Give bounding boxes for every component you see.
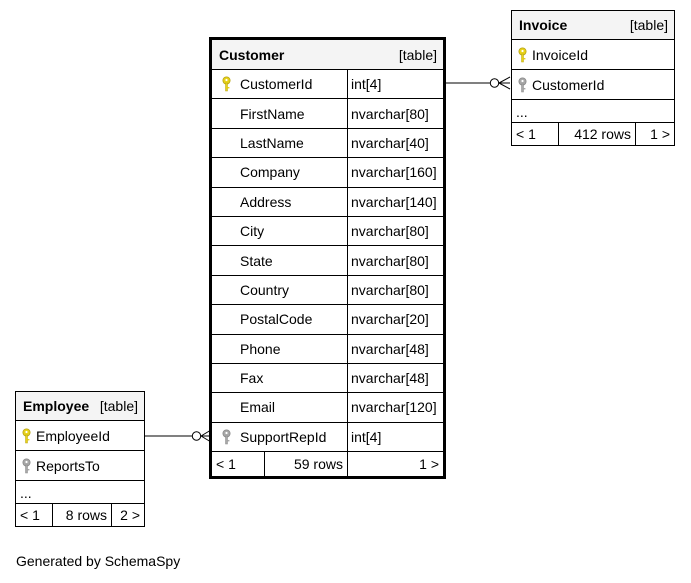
column-row: CustomerId bbox=[512, 70, 674, 100]
table-header: Invoice [table] bbox=[512, 11, 674, 40]
column-row: Email nvarchar[120] bbox=[212, 393, 443, 423]
column-row: Address nvarchar[140] bbox=[212, 187, 443, 217]
edge-employee-customer bbox=[145, 429, 212, 443]
column-row: State nvarchar[80] bbox=[212, 246, 443, 276]
column-type: int[4] bbox=[351, 76, 382, 93]
primary-key-icon bbox=[212, 76, 240, 92]
table-header: Customer [table] bbox=[212, 40, 443, 70]
table-footer: < 1 59 rows 1 > bbox=[212, 452, 443, 477]
foreign-key-icon bbox=[16, 458, 36, 474]
column-name: Country bbox=[240, 281, 290, 298]
column-type: nvarchar[140] bbox=[351, 193, 437, 210]
column-type: nvarchar[48] bbox=[351, 340, 429, 357]
table-name: Employee bbox=[23, 398, 90, 414]
footer-parents: < 1 bbox=[20, 507, 40, 523]
table-employee[interactable]: Employee [table] EmployeeId ReportsTo ..… bbox=[15, 391, 145, 527]
column-type: int[4] bbox=[351, 428, 382, 445]
more-columns-ellipsis: ... bbox=[512, 100, 674, 123]
column-row: LastName nvarchar[40] bbox=[212, 128, 443, 159]
column-row: City nvarchar[80] bbox=[212, 216, 443, 247]
column-name: CustomerId bbox=[240, 76, 313, 93]
column-type: nvarchar[120] bbox=[351, 399, 437, 416]
footer-row-count: 59 rows bbox=[264, 452, 347, 477]
column-type: nvarchar[160] bbox=[351, 164, 437, 181]
column-type: nvarchar[48] bbox=[351, 370, 429, 387]
generated-by-caption: Generated by SchemaSpy bbox=[16, 553, 181, 569]
footer-parents: < 1 bbox=[516, 126, 536, 142]
footer-row-count: 8 rows bbox=[52, 504, 111, 526]
column-row: Fax nvarchar[48] bbox=[212, 363, 443, 394]
column-row: EmployeeId bbox=[16, 421, 144, 451]
column-row: Country nvarchar[80] bbox=[212, 275, 443, 306]
column-name: PostalCode bbox=[240, 311, 313, 328]
column-name: State bbox=[240, 252, 273, 269]
customer-columns: CustomerId int[4] FirstName nvarchar[80] Las… bbox=[212, 70, 443, 453]
column-name: EmployeeId bbox=[36, 427, 110, 444]
table-name: Customer bbox=[219, 46, 285, 63]
edge-customer-invoice bbox=[444, 76, 511, 90]
table-header: Employee [table] bbox=[16, 392, 144, 421]
footer-parents: < 1 bbox=[216, 456, 236, 473]
column-type: nvarchar[80] bbox=[351, 252, 429, 269]
more-columns-ellipsis: ... bbox=[16, 481, 144, 504]
table-name: Invoice bbox=[519, 17, 568, 33]
table-type-label: [table] bbox=[99, 398, 138, 414]
column-name: Company bbox=[240, 164, 300, 181]
column-row: InvoiceId bbox=[512, 40, 674, 70]
foreign-key-icon bbox=[512, 77, 532, 93]
column-name: Email bbox=[240, 399, 276, 416]
column-name: LastName bbox=[240, 134, 304, 151]
table-footer: < 1 8 rows 2 > bbox=[16, 504, 144, 526]
column-type: nvarchar[20] bbox=[351, 311, 429, 328]
column-type: nvarchar[80] bbox=[351, 281, 429, 298]
footer-children: 1 > bbox=[635, 123, 674, 145]
footer-row-count: 412 rows bbox=[558, 123, 635, 145]
column-name: ReportsTo bbox=[36, 457, 100, 474]
column-type: nvarchar[80] bbox=[351, 223, 429, 240]
footer-children: 1 > bbox=[347, 452, 443, 477]
column-row: SupportRepId int[4] bbox=[212, 422, 443, 453]
column-row: Phone nvarchar[48] bbox=[212, 334, 443, 364]
column-type: nvarchar[80] bbox=[351, 105, 429, 122]
column-row: FirstName nvarchar[80] bbox=[212, 99, 443, 129]
primary-key-icon bbox=[512, 47, 532, 63]
column-row: CustomerId int[4] bbox=[212, 70, 443, 100]
column-row: ReportsTo bbox=[16, 451, 144, 481]
footer-children: 2 > bbox=[111, 504, 144, 526]
column-row: PostalCode nvarchar[20] bbox=[212, 305, 443, 335]
table-footer: < 1 412 rows 1 > bbox=[512, 123, 674, 145]
column-name: SupportRepId bbox=[240, 428, 327, 445]
column-name: Fax bbox=[240, 370, 264, 387]
column-row: Company nvarchar[160] bbox=[212, 158, 443, 188]
table-customer[interactable]: Customer [table] CustomerId int[4] FirstNa… bbox=[209, 37, 446, 480]
table-type-label: [table] bbox=[629, 17, 668, 33]
column-name: City bbox=[240, 223, 265, 240]
column-name: Phone bbox=[240, 340, 281, 357]
table-invoice[interactable]: Invoice [table] InvoiceId CustomerId ...… bbox=[511, 10, 675, 146]
column-type: nvarchar[40] bbox=[351, 134, 429, 151]
column-name: Address bbox=[240, 193, 292, 210]
primary-key-icon bbox=[16, 428, 36, 444]
column-name: FirstName bbox=[240, 105, 305, 122]
foreign-key-icon bbox=[212, 429, 240, 445]
column-name: CustomerId bbox=[532, 76, 605, 93]
column-name: InvoiceId bbox=[532, 46, 589, 63]
table-type-label: [table] bbox=[398, 46, 437, 63]
